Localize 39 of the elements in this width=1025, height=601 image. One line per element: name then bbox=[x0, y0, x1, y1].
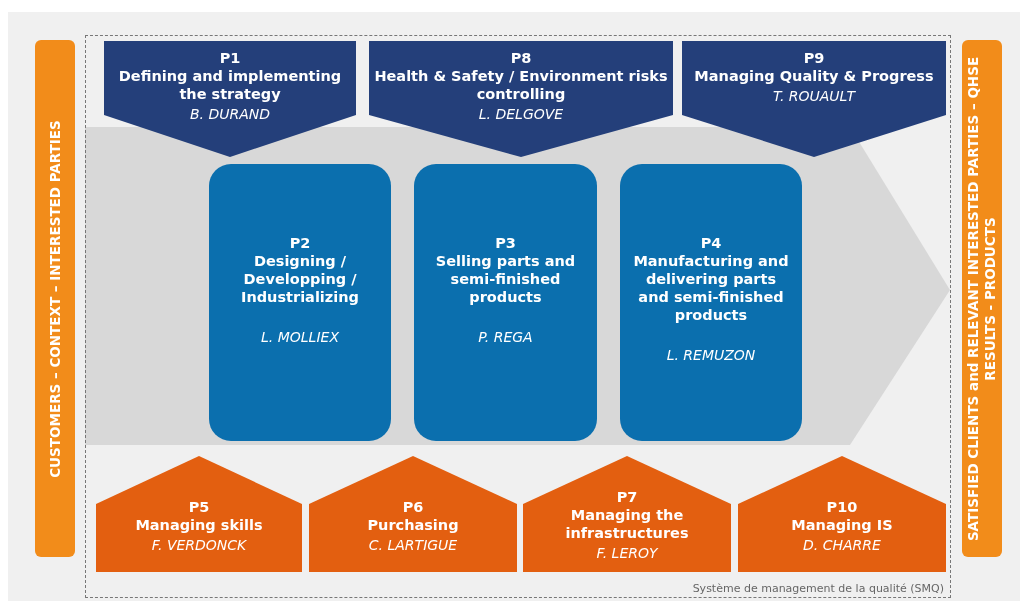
process-number: P9 bbox=[802, 49, 826, 67]
owner-name: L. DELGOVE bbox=[477, 105, 565, 123]
banner-text: SATISFIED CLIENTS and RELEVANT INTERESTED PARTIES – QHSE RESULTS - PRODUCTS bbox=[965, 55, 999, 543]
dotted-frame bbox=[85, 35, 951, 598]
owner-name: C. LARTIGUE bbox=[367, 536, 459, 554]
process-number: P6 bbox=[401, 498, 425, 516]
process-number: P8 bbox=[509, 49, 533, 67]
process-number: P3 bbox=[494, 234, 517, 252]
banner-text: CUSTOMERS – CONTEXT – INTERESTED PARTIES bbox=[46, 118, 64, 480]
owner-name: B. DURAND bbox=[188, 105, 272, 123]
process-number: P2 bbox=[288, 234, 312, 252]
process-box bbox=[414, 164, 597, 441]
owner-name: F. VERDONCK bbox=[150, 536, 248, 554]
side-banner bbox=[35, 40, 75, 557]
frame-caption: Système de management de la qualité (SMQ) bbox=[692, 582, 944, 595]
process-name: Managing Quality & Progress bbox=[693, 67, 935, 85]
process-name: Managing skills bbox=[134, 516, 264, 534]
process-box bbox=[209, 164, 391, 441]
owner-name: T. ROUAULT bbox=[772, 87, 857, 105]
process-number: P10 bbox=[825, 498, 859, 516]
process-number: P4 bbox=[699, 234, 723, 252]
process-name: Selling parts and semi-finished products bbox=[434, 252, 577, 306]
process-number: P5 bbox=[187, 498, 211, 516]
side-banner bbox=[962, 40, 1002, 557]
owner-name: L. MOLLIEX bbox=[260, 328, 340, 346]
owner-name: L. REMUZON bbox=[665, 346, 757, 364]
owner-name: P. REGA bbox=[477, 328, 534, 346]
owner-name: F. LEROY bbox=[595, 544, 659, 562]
process-number: P1 bbox=[218, 49, 242, 67]
process-number: P7 bbox=[615, 488, 639, 506]
process-name: Manufacturing and delivering parts and semi-finished products bbox=[632, 252, 790, 324]
process-name: Designing / Developping / Industrializing bbox=[240, 252, 360, 306]
process-box bbox=[620, 164, 802, 441]
process-name: Managing IS bbox=[790, 516, 894, 534]
owner-name: D. CHARRE bbox=[802, 536, 882, 554]
process-name: Defining and implementing the strategy bbox=[117, 67, 343, 103]
process-name: Health & Safety / Environment risks controlling bbox=[373, 67, 669, 103]
process-name: Purchasing bbox=[366, 516, 460, 534]
process-name: Managing the infrastructures bbox=[564, 506, 690, 542]
